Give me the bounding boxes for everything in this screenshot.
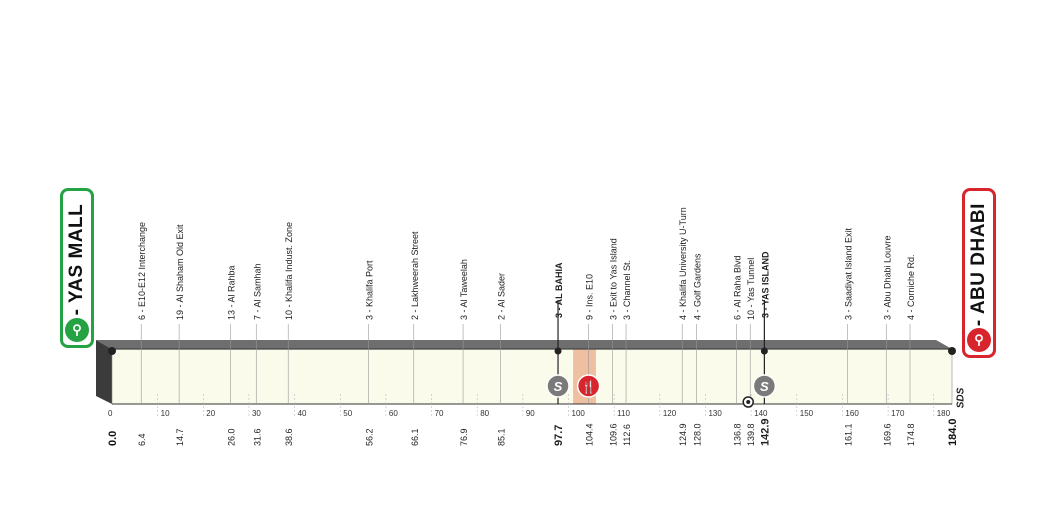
finish-label: 8 - ABU DHABI [968,203,989,343]
waypoint-label: 9 - Ins. E10 [585,274,595,320]
brand-logo: SDS [955,387,967,409]
sprint-icon-letter: S [554,379,563,394]
finish-badge: 8 - ABU DHABI ⚲ [962,188,996,358]
tunnel-icon-center [746,400,751,404]
sprint-point [760,347,768,355]
sprint-icon-letter: S [760,379,769,394]
waypoint-km: 76.9 [459,428,469,446]
axis-tick-label: 160 [845,409,859,418]
waypoint-km: 38.6 [284,428,294,446]
axis-tick-label: 180 [937,409,951,418]
axis-tick-label: 30 [252,409,261,418]
bike-icon: ⚲ [65,318,89,342]
waypoint-km: 104.4 [585,423,595,446]
waypoint-label: 10 - Khalifa Indust. Zone [284,222,294,320]
axis-tick-label: 110 [617,409,630,418]
waypoint-label: 4 - Khalifa University U-Turn [678,207,688,320]
axis-tick-label: 50 [343,409,352,418]
start-point [108,347,116,355]
waypoint-label: 7 - Al Samhah [252,263,262,320]
finish-km: 184.0 [947,418,959,446]
waypoint-km: 97.7 [553,425,565,446]
waypoint-label: 3 - Al Taweelah [459,259,469,320]
axis-tick-0: 0 [108,409,113,418]
feed-zone-icon-symbol: 🍴 [581,380,596,394]
waypoint-label: 6 - E10-E12 Interchange [137,222,147,320]
waypoint-label: 4 - Golf Gardens [692,253,702,320]
axis-tick-label: 100 [572,409,586,418]
axis-tick-label: 120 [663,409,677,418]
axis-tick-label: 80 [480,409,489,418]
waypoint-km: 26.0 [227,428,237,446]
start-km: 0.0 [107,431,119,446]
waypoint-label: 3 - Khalifa Port [365,260,375,320]
feed-zone-icon [576,374,601,398]
bike-icon: ⚲ [967,328,991,352]
waypoint-km: 142.9 [759,418,771,446]
profile-side [96,340,112,404]
axis-tick-label: 130 [708,409,722,418]
axis-tick-label: 40 [298,409,307,418]
waypoint-label: 10 - Yas Tunnel [746,258,756,320]
sprint-icon [546,374,570,398]
waypoint-km: 31.6 [252,428,262,446]
waypoint-km: 174.8 [906,423,916,446]
sprint-point [554,347,562,355]
waypoint-km: 85.1 [497,428,507,446]
finish-point [948,347,956,355]
waypoint-label: 4 - Corniche Rd. [906,254,916,320]
waypoint-label: 3 - YAS ISLAND [760,251,770,318]
waypoint-label: 13 - Al Rahba [227,265,237,320]
waypoint-label: 2 - Al Sader [497,273,507,320]
waypoint-km: 161.1 [843,423,853,446]
waypoint-km: 109.6 [608,423,618,446]
waypoint-label: 3 - Saadiyat Island Exit [843,227,853,320]
waypoint-km: 124.9 [678,423,688,446]
waypoint-km: 112.6 [622,424,632,446]
axis-tick-label: 150 [800,409,814,418]
waypoint-label: 3 - AL BAHIA [554,262,564,318]
waypoint-km: 6.4 [137,433,147,446]
sprint-icon [752,374,777,398]
waypoint-km: 128.0 [692,423,702,446]
profile-body [111,348,953,405]
axis-tick-label: 90 [526,409,535,418]
waypoint-km: 139.8 [746,423,756,446]
waypoint-label: 3 - Abu Dhabi Louvre [882,235,892,320]
start-label: 5 - YAS MALL [66,203,87,333]
waypoint-km: 169.6 [882,423,892,446]
waypoint-km: 66.1 [410,428,420,446]
waypoint-km: 56.2 [365,428,375,446]
profile-top [96,340,952,349]
waypoint-label: 3 - Exit to Yas Island [608,238,618,320]
axis-tick-label: 70 [435,409,444,418]
waypoint-label: 6 - Al Raha Blvd [733,255,743,320]
axis-tick-label: 10 [161,409,170,418]
axis-tick-label: 60 [389,409,398,418]
waypoint-label: 2 - Lakhweerah Street [410,231,420,320]
waypoint-km: 14.7 [175,428,185,446]
axis-tick-label: 170 [891,409,905,418]
waypoint-km: 136.8 [733,423,743,446]
waypoint-label: 3 - Channel St. [622,260,632,320]
axis-tick-label: 20 [206,409,215,418]
waypoint-label: 19 - Al Shaham Old Exit [175,224,185,320]
start-badge: 5 - YAS MALL ⚲ [60,188,94,348]
axis-tick-label: 140 [754,409,768,418]
